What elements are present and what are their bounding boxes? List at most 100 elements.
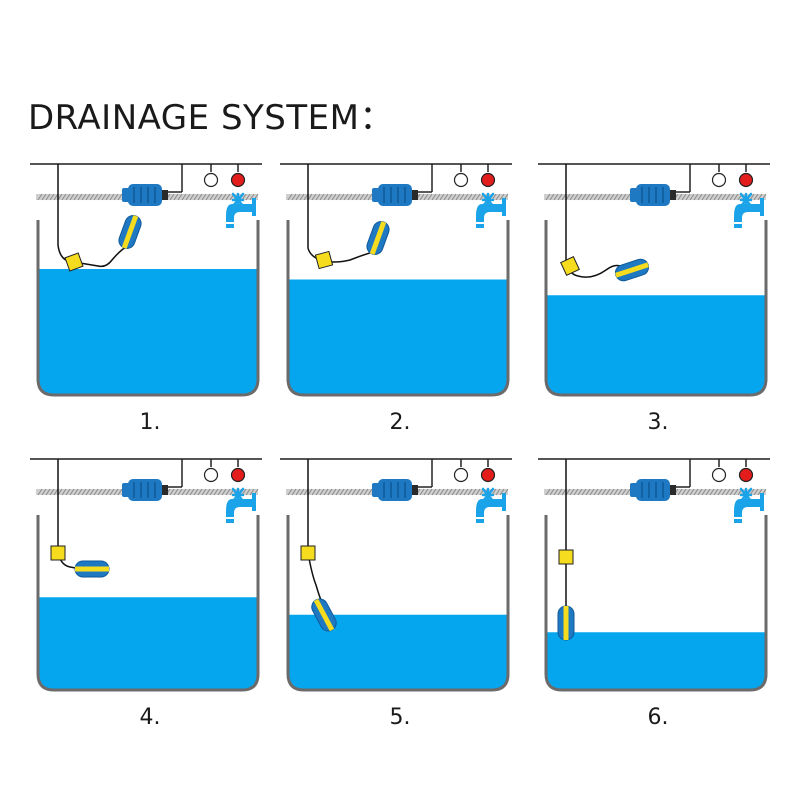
support-beam-hatch <box>753 193 759 201</box>
support-beam-hatch <box>343 193 349 201</box>
support-beam-hatch <box>463 488 469 496</box>
support-beam-hatch <box>545 193 551 201</box>
support-beam-hatch <box>331 193 337 201</box>
support-beam-hatch <box>287 193 293 201</box>
pump-shaft <box>412 485 418 495</box>
float-band <box>313 598 335 632</box>
support-beam-hatch <box>423 193 429 201</box>
faucet-drop <box>226 224 234 228</box>
support-beam-hatch <box>299 193 305 201</box>
step-panel-4: 4. <box>30 455 270 730</box>
support-beam-hatch <box>77 488 83 496</box>
support-beam-hatch <box>681 488 687 496</box>
support-beam-hatch <box>721 193 727 201</box>
support-beam-hatch <box>753 488 759 496</box>
support-beam-hatch <box>65 193 71 201</box>
support-beam-hatch <box>173 488 179 496</box>
support-beam-hatch <box>351 488 357 496</box>
support-beam-hatch <box>545 488 551 496</box>
support-beam-hatch <box>435 193 441 201</box>
support-beam-hatch <box>205 488 211 496</box>
support-beam-hatch <box>689 488 695 496</box>
support-beam-hatch <box>549 488 555 496</box>
counterweight <box>560 256 580 276</box>
pump-shaft <box>670 485 676 495</box>
support-beam-hatch <box>467 488 473 496</box>
indicator-light-off <box>453 172 469 188</box>
support-beam-hatch <box>713 488 719 496</box>
support-beam-hatch <box>757 488 763 496</box>
tank-wall <box>544 515 768 692</box>
support-beam-hatch <box>733 193 739 201</box>
pump-cap <box>372 188 380 202</box>
support-beam-hatch <box>499 488 505 496</box>
support-beam-hatch <box>621 193 627 201</box>
water-fill <box>38 597 258 690</box>
float-switch <box>614 258 650 282</box>
support-beam-hatch <box>553 488 559 496</box>
faucet-drop <box>476 519 484 523</box>
support-beam-hatch <box>423 488 429 496</box>
support-beam-hatch <box>189 488 195 496</box>
support-beam-hatch <box>455 488 461 496</box>
support-beam-hatch <box>355 488 361 496</box>
indicator-light-off <box>453 467 469 483</box>
float-cable <box>307 459 325 608</box>
support-beam-hatch <box>729 488 735 496</box>
step-label-4: 4. <box>139 705 161 730</box>
support-beam-hatch <box>221 488 227 496</box>
support-beam-hatch <box>189 193 195 201</box>
support-beam-hatch <box>109 193 115 201</box>
support-beam-hatch <box>69 193 75 201</box>
support-beam-hatch <box>427 193 433 201</box>
float-cable <box>57 164 131 268</box>
support-beam-hatch <box>451 193 457 201</box>
support-beam-hatch <box>577 488 583 496</box>
float-switch <box>557 605 575 641</box>
support-beam-hatch <box>101 193 107 201</box>
water-fill <box>288 279 508 395</box>
water-fill <box>546 632 766 690</box>
float-cable <box>307 164 381 263</box>
support-beam-hatch <box>601 488 607 496</box>
support-beam-hatch <box>299 488 305 496</box>
step-panel-2: 2. <box>280 160 520 435</box>
support-beam-hatch <box>613 488 619 496</box>
support-beam-hatch <box>585 193 591 201</box>
tank-wall <box>286 515 510 692</box>
support-beam-hatch <box>351 193 357 201</box>
pump-body <box>128 184 162 206</box>
float-band <box>369 221 387 255</box>
support-beam-hatch <box>343 488 349 496</box>
float-band <box>615 262 649 278</box>
tank-diagram-5 <box>280 458 512 692</box>
tank-diagram-3 <box>538 163 770 397</box>
support-beam-hatch <box>463 193 469 201</box>
indicator-light-red <box>480 467 496 483</box>
step-label-5: 5. <box>389 705 411 730</box>
support-beam-hatch <box>97 193 103 201</box>
support-beam-hatch <box>451 488 457 496</box>
support-beam-hatch <box>85 193 91 201</box>
support-beam-hatch <box>697 488 703 496</box>
support-beam-hatch <box>419 488 425 496</box>
support-beam-hatch <box>225 193 231 201</box>
support-beam-hatch <box>245 193 251 201</box>
support-beam-hatch <box>213 488 219 496</box>
tank-diagram-2 <box>280 163 512 397</box>
support-beam-hatch <box>209 488 215 496</box>
faucet-body <box>226 198 256 222</box>
support-beam-hatch <box>443 488 449 496</box>
float-band <box>563 606 569 640</box>
faucet-handle <box>231 487 245 503</box>
support-beam-hatch <box>721 488 727 496</box>
support-beam-hatch <box>359 488 365 496</box>
support-beam-hatch <box>249 488 255 496</box>
tank-diagram-4 <box>30 458 262 692</box>
support-beam-hatch <box>45 193 51 201</box>
pump-cap <box>122 483 130 497</box>
support-beam-hatch <box>471 488 477 496</box>
support-beam-hatch <box>45 488 51 496</box>
support-beam-hatch <box>617 488 623 496</box>
support-beam-hatch <box>701 488 707 496</box>
